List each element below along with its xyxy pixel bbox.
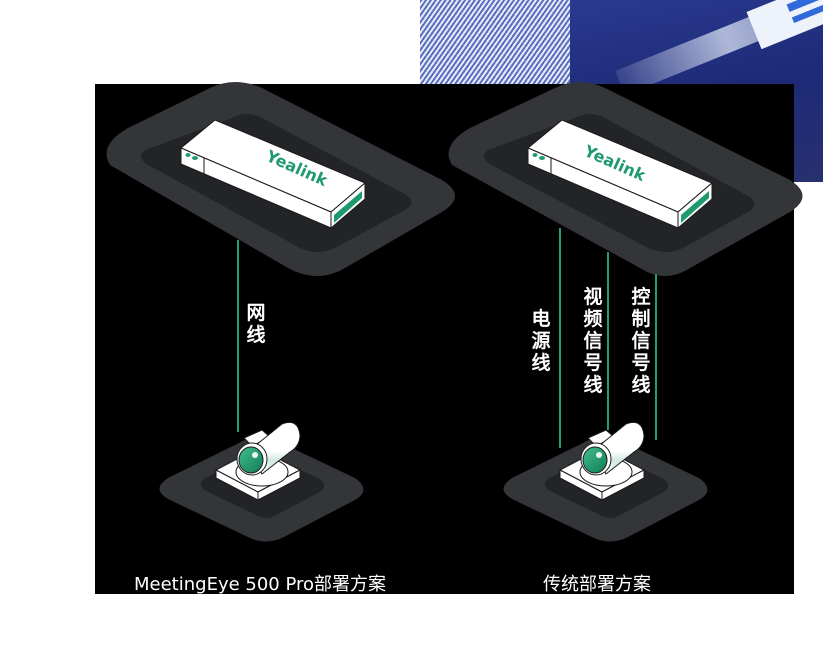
left-camera — [214, 421, 302, 501]
left-scheme-caption: MeetingEye 500 Pro部署方案 — [134, 574, 387, 595]
left-codec-box: Yealink — [180, 119, 366, 230]
control-cable-label: 控制信号线 — [631, 286, 651, 396]
right-camera — [558, 421, 646, 501]
right-scheme-caption: 传统部署方案 — [543, 574, 651, 595]
right-codec-box: Yealink — [527, 119, 713, 230]
network-cable-label: 网线 — [246, 302, 266, 346]
video-cable-label: 视频信号线 — [583, 286, 603, 396]
power-cable-label: 电源线 — [531, 308, 551, 374]
